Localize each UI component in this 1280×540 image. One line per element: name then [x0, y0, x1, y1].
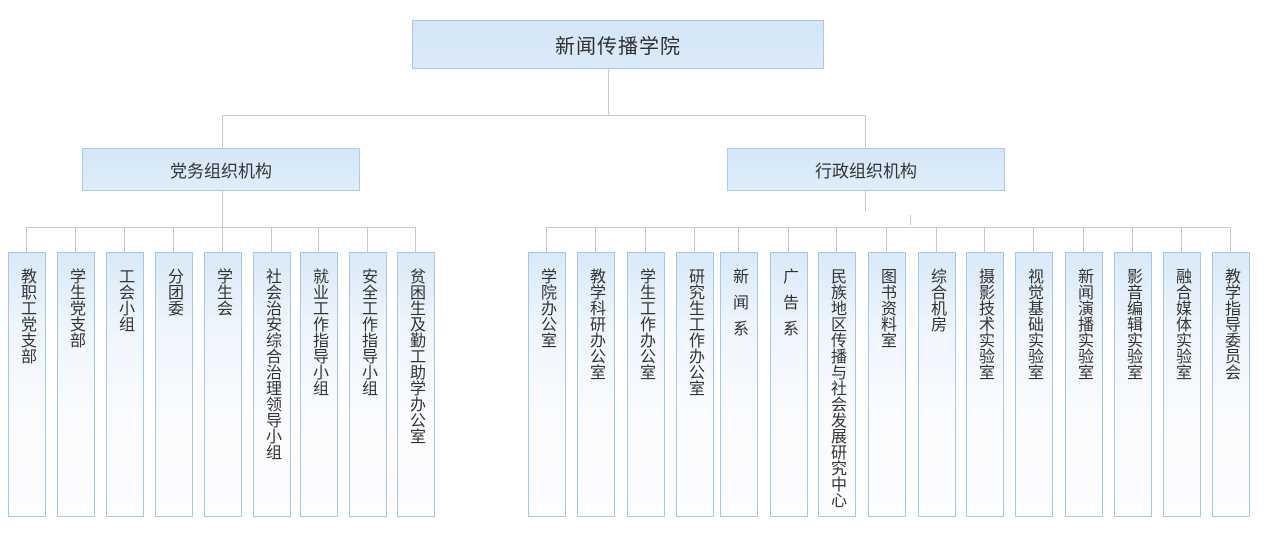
unit-node: 摄影技术实验室 — [966, 252, 1004, 517]
left-child-tick — [124, 227, 125, 252]
top-level-connector — [222, 115, 866, 116]
right-child-tick — [694, 227, 695, 252]
left-child-tick — [26, 227, 27, 252]
left-child-tick — [367, 227, 368, 252]
right-child-tick — [936, 227, 937, 252]
right-branch-mark — [910, 215, 911, 225]
unit-node: 就业工作指导小组 — [300, 252, 338, 517]
right-child-tick — [1230, 227, 1231, 252]
unit-node: 学生党支部 — [57, 252, 95, 517]
right-child-tick — [886, 227, 887, 252]
unit-node-label: 分团委 — [165, 268, 184, 316]
right-child-tick — [1033, 227, 1034, 252]
unit-node-label: 教学指导委员会 — [1222, 268, 1241, 380]
unit-node: 工会小组 — [106, 252, 144, 517]
unit-node-label: 社会治安综合治理领导小组 — [263, 268, 282, 460]
unit-node-label: 学生会 — [214, 268, 233, 316]
unit-node: 学生工作办公室 — [627, 252, 665, 517]
unit-node-label: 教职工党支部 — [18, 268, 37, 364]
unit-node: 广告系 — [770, 252, 808, 517]
right-child-tick — [984, 227, 985, 252]
right-children-connector — [546, 227, 1231, 228]
right-child-tick — [1083, 227, 1084, 252]
left-child-tick — [173, 227, 174, 252]
branch-node-label: 党务组织机构 — [170, 162, 272, 182]
right-child-tick — [1132, 227, 1133, 252]
unit-node-label: 研究生工作办公室 — [686, 268, 705, 396]
left-child-tick — [75, 227, 76, 252]
unit-node-label: 新闻演播实验室 — [1075, 268, 1094, 380]
right-child-tick — [595, 227, 596, 252]
right-child-tick — [788, 227, 789, 252]
right-branch-stem — [865, 190, 866, 212]
unit-node: 教学指导委员会 — [1212, 252, 1250, 517]
unit-node: 融合媒体实验室 — [1163, 252, 1201, 517]
unit-node-label: 民族地区传播与社会发展研究中心 — [828, 268, 847, 508]
unit-node-label: 就业工作指导小组 — [310, 268, 329, 396]
unit-node: 教学科研办公室 — [577, 252, 615, 517]
left-children-connector — [26, 227, 416, 228]
right-child-tick — [645, 227, 646, 252]
unit-node: 社会治安综合治理领导小组 — [253, 252, 291, 517]
unit-node: 视觉基础实验室 — [1015, 252, 1053, 517]
unit-node-label: 安全工作指导小组 — [359, 268, 378, 396]
unit-node: 综合机房 — [918, 252, 956, 517]
unit-node-label: 摄影技术实验室 — [976, 268, 995, 380]
unit-node: 新闻演播实验室 — [1065, 252, 1103, 517]
unit-node-label: 新闻系 — [730, 268, 749, 346]
unit-node: 研究生工作办公室 — [676, 252, 714, 517]
unit-node-label: 贫困生及勤工助学办公室 — [407, 268, 426, 444]
right-child-tick — [738, 227, 739, 252]
unit-node: 影音编辑实验室 — [1114, 252, 1152, 517]
left-child-tick — [318, 227, 319, 252]
right-branch-drop — [865, 115, 866, 148]
unit-node-label: 图书资料室 — [878, 268, 897, 348]
left-child-tick — [222, 227, 223, 252]
unit-node: 安全工作指导小组 — [349, 252, 387, 517]
branch-node-party: 党务组织机构 — [82, 148, 360, 191]
root-node-label: 新闻传播学院 — [555, 34, 681, 58]
unit-node-label: 学院办公室 — [538, 268, 557, 348]
right-child-tick — [546, 227, 547, 252]
root-connector — [608, 68, 609, 115]
unit-node: 新闻系 — [720, 252, 758, 517]
branch-node-administration: 行政组织机构 — [727, 148, 1005, 191]
unit-node-label: 视觉基础实验室 — [1025, 268, 1044, 380]
branch-node-label: 行政组织机构 — [815, 162, 917, 182]
right-child-tick — [836, 227, 837, 252]
left-child-tick — [415, 227, 416, 252]
root-node: 新闻传播学院 — [412, 20, 824, 69]
unit-node: 学生会 — [204, 252, 242, 517]
unit-node-label: 影音编辑实验室 — [1124, 268, 1143, 380]
unit-node-label: 学生党支部 — [67, 268, 86, 348]
unit-node: 学院办公室 — [528, 252, 566, 517]
unit-node-label: 教学科研办公室 — [587, 268, 606, 380]
unit-node-label: 广告系 — [780, 268, 799, 346]
unit-node-label: 工会小组 — [116, 268, 135, 332]
unit-node-label: 学生工作办公室 — [637, 268, 656, 380]
unit-node: 民族地区传播与社会发展研究中心 — [818, 252, 856, 517]
left-branch-stem — [222, 190, 223, 227]
left-branch-drop — [222, 115, 223, 148]
unit-node-label: 融合媒体实验室 — [1173, 268, 1192, 380]
left-child-tick — [271, 227, 272, 252]
unit-node-label: 综合机房 — [928, 268, 947, 332]
unit-node: 教职工党支部 — [8, 252, 46, 517]
unit-node: 贫困生及勤工助学办公室 — [397, 252, 435, 517]
unit-node: 图书资料室 — [868, 252, 906, 517]
unit-node: 分团委 — [155, 252, 193, 517]
right-child-tick — [1181, 227, 1182, 252]
